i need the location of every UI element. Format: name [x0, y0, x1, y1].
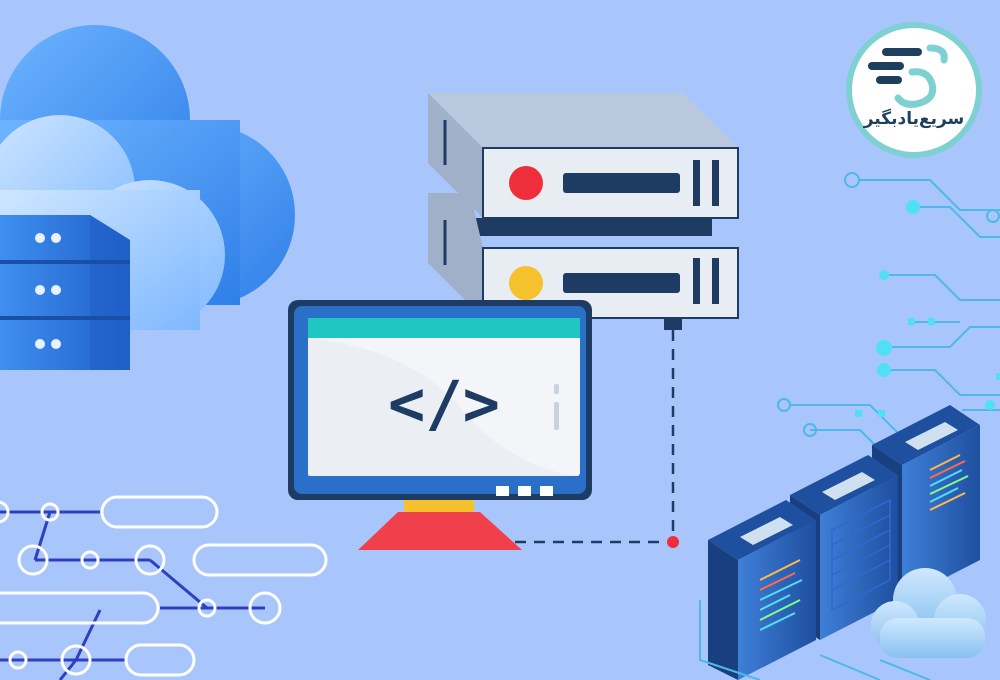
status-led-yellow	[509, 266, 543, 300]
circuit-nodes	[777, 172, 1000, 437]
status-led-red	[509, 166, 543, 200]
monitor-title-bar	[308, 318, 580, 338]
code-brackets-icon: </>	[388, 367, 500, 440]
dashed-connection	[515, 330, 679, 548]
brand-logo: سریع‌یادبگیر	[846, 22, 982, 158]
data-center-towers	[699, 405, 986, 680]
server-unit-bottom	[428, 193, 739, 330]
server-tower-1	[708, 500, 816, 680]
server-unit-top	[428, 93, 739, 236]
monitor-buttons	[496, 486, 553, 496]
brand-s-speed-icon	[868, 44, 948, 108]
monitor-stand	[358, 512, 522, 550]
floor-circuit	[699, 600, 931, 680]
cloud-server-icon	[0, 25, 295, 370]
code-monitor: </>	[288, 300, 592, 550]
brand-name: سریع‌یادبگیر	[863, 108, 965, 129]
small-cloud-icon	[871, 568, 986, 658]
network-diagram	[0, 495, 328, 680]
circuit-traces	[790, 179, 1000, 461]
cloud-rack	[0, 215, 130, 370]
server-stack	[428, 93, 739, 330]
